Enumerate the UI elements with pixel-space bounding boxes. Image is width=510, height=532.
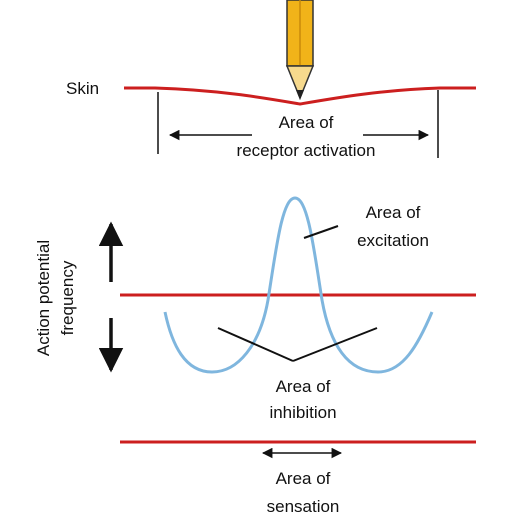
inhibition-label-line2: inhibition: [269, 403, 336, 422]
skin-label: Skin: [66, 79, 99, 98]
y-axis-label-line1: Action potential: [34, 240, 53, 356]
sensation-label-line2: sensation: [267, 497, 340, 516]
pencil-icon: [285, 0, 315, 100]
receptor-area-label-line1: Area of: [279, 113, 334, 132]
excitation-label-line1: Area of: [366, 203, 421, 222]
excitation-pointer-line: [303, 225, 339, 239]
y-axis-label-line2: frequency: [58, 260, 77, 335]
inhibition-label-line1: Area of: [276, 377, 331, 396]
receptor-area-label-line2: receptor activation: [237, 141, 376, 160]
sensation-label-line1: Area of: [276, 469, 331, 488]
inhibition-pointer-left: [217, 327, 294, 362]
inhibition-pointer-right: [292, 327, 378, 362]
excitation-label-line2: excitation: [357, 231, 429, 250]
response-curve: [163, 196, 434, 374]
skin-surface-line: [124, 86, 476, 106]
